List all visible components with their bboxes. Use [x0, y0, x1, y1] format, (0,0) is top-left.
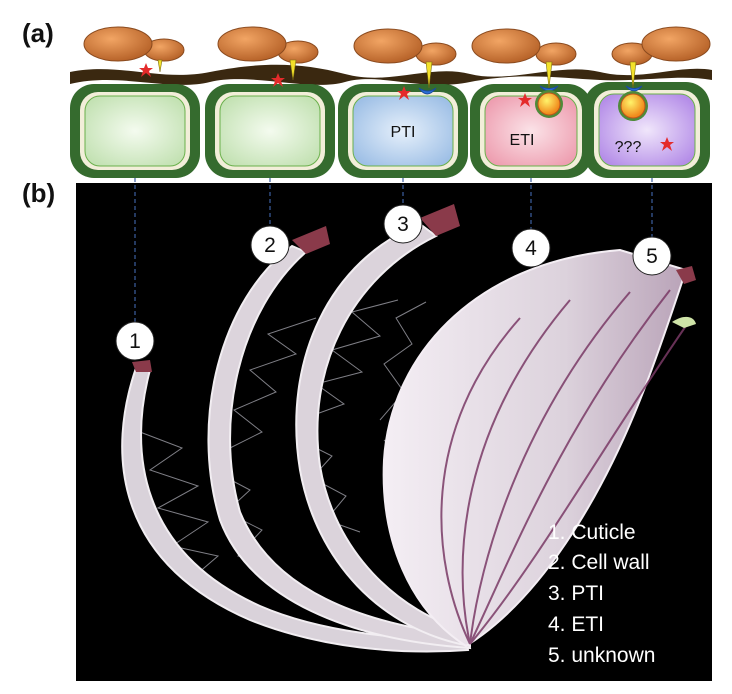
legend-item-eti: 4. ETI — [548, 613, 604, 636]
spore-icon — [611, 26, 711, 66]
marker-4: 4 — [511, 228, 551, 268]
cell-row: PTI ETI ??? — [70, 26, 712, 178]
marker-1: 1 — [115, 321, 155, 361]
star-icon — [397, 86, 411, 100]
star-icon — [660, 137, 674, 151]
legend-item-cell-wall: 2. Cell wall — [548, 551, 650, 574]
cell-2 — [205, 84, 335, 178]
haustorium-icon — [618, 91, 648, 121]
svg-text:2: 2 — [264, 234, 276, 257]
cell-1 — [70, 84, 200, 178]
cell-label-unknown: ??? — [615, 139, 642, 156]
panel-label-b: (b) — [22, 178, 55, 208]
legend-item-unknown: 5. unknown — [548, 644, 655, 667]
legend-item-pti: 3. PTI — [548, 582, 604, 605]
haustorium-icon — [157, 59, 163, 73]
receptor-icon — [625, 85, 643, 92]
haustorium-icon — [545, 61, 553, 89]
svg-text:3: 3 — [397, 213, 409, 236]
svg-text:1: 1 — [129, 330, 141, 353]
star-icon — [271, 73, 285, 87]
haustorium-icon — [535, 90, 563, 118]
svg-text:5: 5 — [646, 245, 658, 268]
receptor-icon — [539, 85, 559, 92]
spore-icon — [217, 26, 319, 64]
marker-2: 2 — [250, 225, 290, 265]
cell-5: ??? — [584, 82, 710, 178]
marker-3: 3 — [383, 204, 423, 244]
onion-layer-4 — [382, 248, 696, 648]
haustorium-icon — [289, 59, 297, 81]
legend-item-cuticle: 1. Cuticle — [548, 521, 636, 544]
marker-5: 5 — [632, 236, 672, 276]
legend: 1. Cuticle 2. Cell wall 3. PTI 4. ETI 5.… — [548, 521, 655, 667]
connector-lines — [134, 178, 653, 322]
cell-label-eti: ETI — [510, 132, 535, 149]
receptor-icon — [418, 87, 437, 95]
spore-icon — [471, 28, 577, 66]
cell-3: PTI — [338, 84, 468, 178]
svg-text:4: 4 — [525, 237, 537, 260]
onion-photo: 1 2 3 4 5 1. Cuticle 2. Cell wall 3. PTI… — [76, 178, 712, 681]
panel-label-a: (a) — [22, 18, 54, 48]
cell-label-pti: PTI — [391, 124, 416, 141]
cuticle-layer — [70, 64, 712, 85]
haustorium-icon — [425, 61, 433, 89]
spore-icon — [353, 28, 457, 66]
haustorium-icon — [629, 61, 637, 89]
spore-icon — [83, 26, 185, 62]
star-icon — [518, 93, 532, 107]
star-icon — [139, 63, 153, 77]
